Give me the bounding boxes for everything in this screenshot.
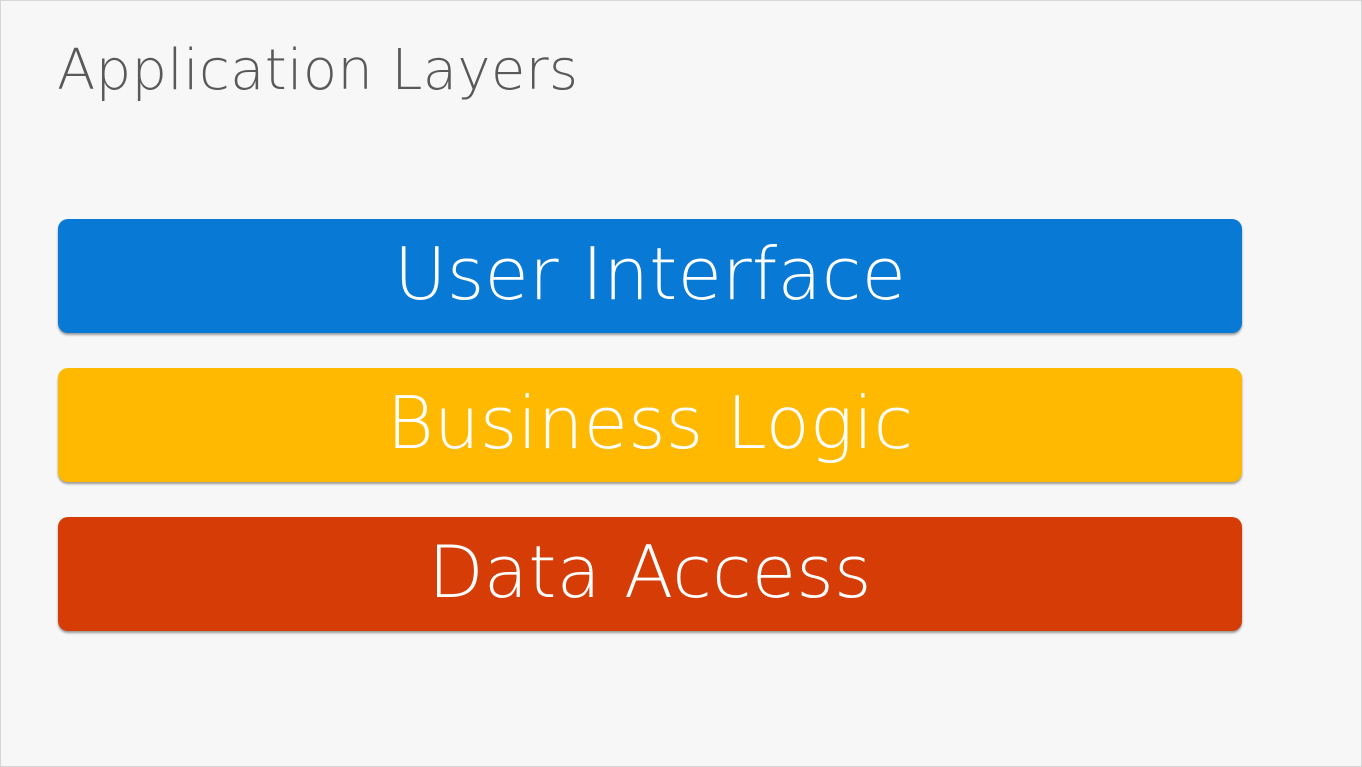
page-title: Application Layers xyxy=(57,38,579,103)
layer-bar-data-access[interactable]: Data Access xyxy=(58,517,1242,631)
layer-label-business-logic: Business Logic xyxy=(386,381,914,465)
layer-bar-business-logic[interactable]: Business Logic xyxy=(58,368,1242,482)
layer-label-user-interface: User Interface xyxy=(393,232,907,316)
layer-stack: User Interface Business Logic Data Acces… xyxy=(58,219,1242,631)
layer-bar-user-interface[interactable]: User Interface xyxy=(58,219,1242,333)
layer-label-data-access: Data Access xyxy=(428,530,872,614)
